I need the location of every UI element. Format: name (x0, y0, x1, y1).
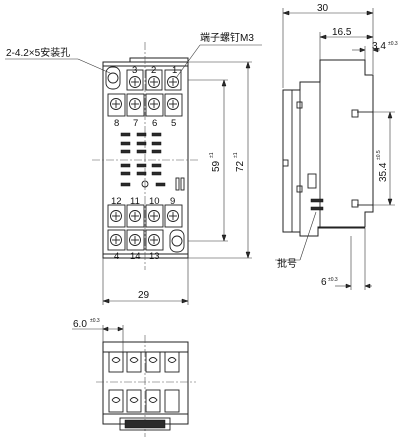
side-view (275, 59, 374, 261)
center-hole (141, 180, 149, 188)
mount-hole-top (105, 66, 121, 90)
mount-holes-label: 2-4.2×5安装孔 (6, 46, 70, 59)
dim-3-4-tol: ±0.3 (388, 41, 398, 47)
mount-hole-bottom (169, 229, 185, 253)
dim-height-72 (188, 61, 252, 259)
dim-6-tol: ±0.3 (328, 277, 338, 283)
terminal-8: 8 (114, 118, 119, 129)
dim-35-4-value: 35.4 (378, 162, 389, 182)
terminal-screw-label: 端子螺钉M3 (200, 31, 254, 44)
front-view: 3 2 1 8 7 6 5 (5, 42, 262, 270)
dim-16-5-value: 16.5 (332, 27, 352, 38)
terminal-4: 4 (114, 251, 119, 262)
terminal-12: 12 (111, 196, 122, 207)
terminal-13: 13 (149, 251, 160, 262)
dim-side-3-4 (352, 46, 380, 60)
bottom-view (96, 335, 196, 437)
terminal-9: 9 (170, 196, 175, 207)
dim-29-value: 29 (138, 290, 150, 301)
terminal-10: 10 (149, 196, 160, 207)
dim-side-35-4 (373, 111, 395, 206)
dim-72-value: 72 (235, 160, 246, 172)
dim-72-tol: ±1 (233, 152, 239, 158)
dim-6-0-value: 6.0 (73, 319, 87, 330)
terminal-1: 1 (172, 65, 177, 76)
dim-side-6 (335, 228, 372, 290)
dim-3-4-value: 3.4 (372, 41, 386, 52)
terminal-14: 14 (130, 251, 141, 262)
contact-slots (120, 132, 185, 191)
dim-height-59 (188, 79, 228, 242)
dim-59-tol: ±1 (209, 152, 215, 158)
dim-6-0-tol: ±0.3 (90, 318, 100, 324)
dim-bottom-6-0 (72, 325, 124, 352)
lot-number-label: 批号 (277, 257, 297, 270)
top-terminal-row (126, 69, 182, 91)
dim-side-30 (282, 8, 374, 88)
terminal-11: 11 (130, 196, 140, 207)
terminal-6: 6 (152, 118, 157, 129)
terminal-row-lower (107, 204, 183, 228)
terminal-row-upper (107, 93, 183, 117)
dim-59-value: 59 (211, 160, 222, 172)
dim-width-29 (102, 258, 189, 305)
dim-30-value: 30 (317, 3, 329, 14)
dim-6-value: 6 (321, 277, 327, 288)
terminal-row-bottom (107, 229, 164, 251)
terminal-7: 7 (133, 118, 138, 129)
terminal-5: 5 (171, 118, 176, 129)
terminal-2: 2 (151, 65, 156, 76)
dim-35-4-tol: ±0.5 (376, 150, 382, 160)
terminal-3: 3 (132, 65, 137, 76)
dim-side-16-5 (319, 32, 374, 60)
